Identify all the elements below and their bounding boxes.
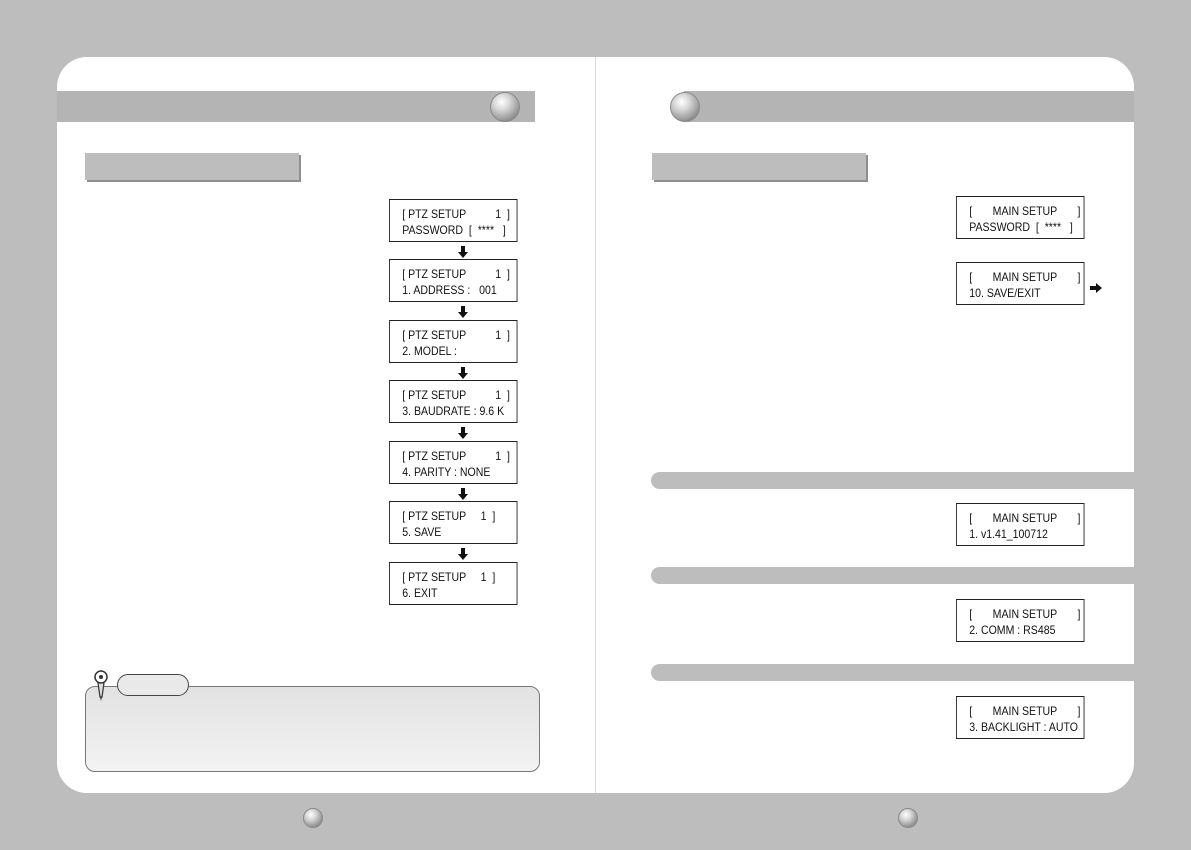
left-section-tab — [85, 153, 299, 180]
lcd-line2: PASSWORD [ **** ] — [969, 220, 1073, 234]
down-arrow-icon — [458, 548, 468, 560]
right-footer-ball-icon — [898, 808, 918, 828]
lcd-line2: 4. PARITY : NONE — [402, 465, 491, 479]
note-label-pill — [117, 674, 189, 696]
lcd-main-backlight: [ MAIN SETUP ] 3. BACKLIGHT : AUTO — [956, 696, 1085, 739]
page-gutter — [595, 57, 596, 793]
lcd-line1: [ MAIN SETUP ] — [969, 607, 1081, 621]
lcd-line2: 10. SAVE/EXIT — [969, 286, 1041, 300]
section-strip-backlight — [651, 664, 1134, 681]
right-section-tab — [652, 153, 866, 180]
lcd-line1: [ PTZ SETUP 1 ] — [402, 509, 496, 523]
lcd-line1: [ PTZ SETUP 1 ] — [402, 328, 510, 342]
note-box — [85, 686, 540, 772]
lcd-line2: 1. ADDRESS : 001 — [402, 283, 497, 297]
down-arrow-icon — [458, 488, 468, 500]
lcd-line1: [ MAIN SETUP ] — [969, 704, 1081, 718]
lcd-ptz-model: [ PTZ SETUP 1 ] 2. MODEL : — [389, 320, 518, 363]
section-strip-comm — [651, 567, 1134, 584]
lcd-line2: 2. MODEL : — [402, 344, 457, 358]
lcd-ptz-save: [ PTZ SETUP 1 ] 5. SAVE — [389, 501, 518, 544]
lcd-line1: [ PTZ SETUP 1 ] — [402, 388, 510, 402]
lcd-line2: 2. COMM : RS485 — [969, 623, 1056, 637]
lcd-line1: [ PTZ SETUP 1 ] — [402, 449, 510, 463]
lcd-line1: [ PTZ SETUP 1 ] — [402, 207, 510, 221]
lcd-main-version: [ MAIN SETUP ] 1. v1.41_100712 — [956, 503, 1085, 546]
down-arrow-icon — [458, 246, 468, 258]
down-arrow-icon — [458, 306, 468, 318]
left-header-ball-icon — [490, 92, 520, 122]
lcd-line1: [ MAIN SETUP ] — [969, 511, 1081, 525]
lcd-line1: [ PTZ SETUP 1 ] — [402, 267, 510, 281]
down-arrow-icon — [458, 427, 468, 439]
lcd-main-comm: [ MAIN SETUP ] 2. COMM : RS485 — [956, 599, 1085, 642]
section-strip-version — [651, 472, 1134, 489]
down-arrow-icon — [458, 367, 468, 379]
right-arrow-icon — [1090, 283, 1102, 293]
lcd-ptz-baudrate: [ PTZ SETUP 1 ] 3. BAUDRATE : 9.6 K — [389, 380, 518, 423]
left-footer-ball-icon — [303, 808, 323, 828]
lcd-ptz-password: [ PTZ SETUP 1 ] PASSWORD [ **** ] — [389, 199, 518, 242]
lcd-main-password: [ MAIN SETUP ] PASSWORD [ **** ] — [956, 196, 1085, 239]
note-pencil-icon — [94, 670, 108, 701]
lcd-line2: PASSWORD [ **** ] — [402, 223, 506, 237]
left-header-bar — [57, 91, 535, 122]
lcd-line2: 3. BACKLIGHT : AUTO — [969, 720, 1078, 734]
lcd-line2: 3. BAUDRATE : 9.6 K — [402, 404, 505, 418]
lcd-main-save-exit: [ MAIN SETUP ] 10. SAVE/EXIT — [956, 262, 1085, 305]
lcd-line2: 6. EXIT — [402, 586, 438, 600]
lcd-ptz-parity: [ PTZ SETUP 1 ] 4. PARITY : NONE — [389, 441, 518, 484]
lcd-ptz-exit: [ PTZ SETUP 1 ] 6. EXIT — [389, 562, 518, 605]
lcd-line2: 5. SAVE — [402, 525, 442, 539]
right-header-ball-icon — [670, 92, 700, 122]
lcd-line2: 1. v1.41_100712 — [969, 527, 1048, 541]
right-header-bar — [684, 91, 1134, 122]
lcd-line1: [ PTZ SETUP 1 ] — [402, 570, 496, 584]
lcd-line1: [ MAIN SETUP ] — [969, 204, 1081, 218]
lcd-ptz-address: [ PTZ SETUP 1 ] 1. ADDRESS : 001 — [389, 259, 518, 302]
lcd-line1: [ MAIN SETUP ] — [969, 270, 1081, 284]
